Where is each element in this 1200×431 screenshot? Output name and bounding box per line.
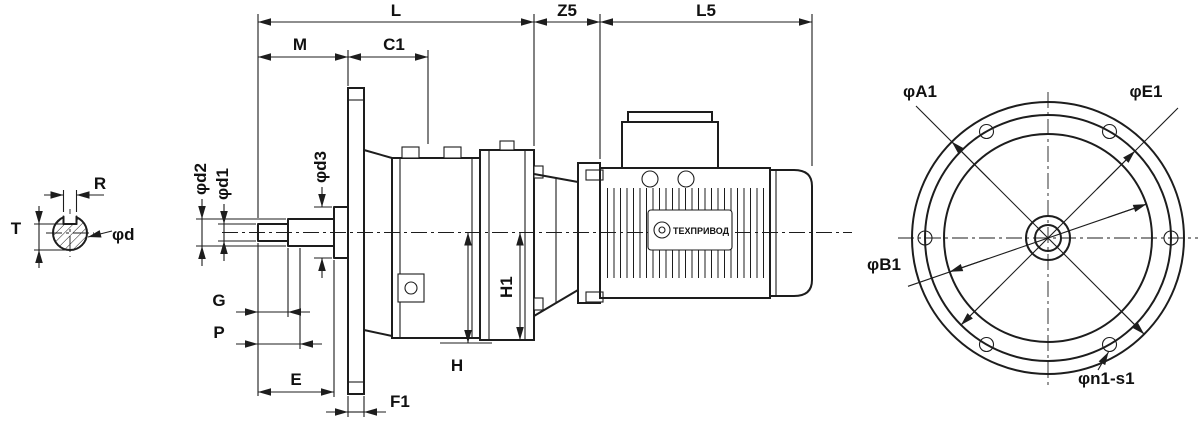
dim-phi-d: φd bbox=[87, 225, 135, 244]
dim-label-b1: φB1 bbox=[867, 255, 901, 274]
cable-gland bbox=[677, 170, 695, 188]
keyway-notch bbox=[63, 214, 77, 224]
dim-T: T bbox=[11, 206, 68, 268]
dim-d3: φd3 bbox=[311, 151, 332, 278]
dim-label-h: H bbox=[451, 356, 463, 375]
bolt-hole bbox=[1101, 336, 1118, 353]
bolt-hole bbox=[917, 230, 933, 246]
dim-label-c1: C1 bbox=[383, 35, 405, 54]
output-shaft bbox=[257, 206, 349, 259]
dim-H1: H1 bbox=[497, 232, 524, 340]
dim-label-p: P bbox=[213, 323, 224, 342]
bolt-head bbox=[533, 165, 544, 179]
cable-gland bbox=[641, 170, 659, 188]
terminal-box bbox=[621, 111, 719, 169]
bolt-head bbox=[499, 140, 515, 151]
fan-cover bbox=[769, 169, 813, 297]
flange-front-view: φA1 φE1 φB1 φn1-s1 bbox=[867, 82, 1198, 388]
dim-R: R bbox=[44, 174, 106, 212]
dim-E: E bbox=[258, 260, 335, 397]
dim-P: P bbox=[213, 248, 322, 349]
dim-label-t: T bbox=[11, 219, 22, 238]
dim-label-e1: φE1 bbox=[1130, 82, 1163, 101]
drain-plug bbox=[404, 281, 418, 295]
dim-M: M bbox=[258, 35, 349, 86]
shaft-bore-circle bbox=[1034, 224, 1062, 252]
drain-plug-boss bbox=[397, 273, 425, 303]
dim-label-z5: Z5 bbox=[557, 1, 577, 20]
dim-label-m: M bbox=[293, 35, 307, 54]
bolt-hole bbox=[1163, 230, 1179, 246]
spigot-circle bbox=[943, 133, 1153, 343]
mounting-flange bbox=[347, 87, 365, 395]
dim-label-phi-d: φd bbox=[112, 225, 135, 244]
dim-C1: C1 bbox=[348, 35, 429, 144]
dim-E1: φE1 bbox=[960, 82, 1179, 326]
bolt-head bbox=[533, 297, 544, 311]
dim-L: L bbox=[257, 1, 535, 218]
brand-logo-icon bbox=[658, 226, 666, 234]
dim-B1: φB1 bbox=[867, 203, 1147, 287]
bolt-hole bbox=[1101, 123, 1118, 140]
dim-G: G bbox=[212, 243, 310, 396]
bolt-head bbox=[585, 169, 604, 181]
bolt-head bbox=[443, 146, 462, 159]
bolt-hole bbox=[978, 336, 995, 353]
dim-label-r: R bbox=[94, 174, 106, 193]
dim-label-h1: H1 bbox=[497, 276, 516, 298]
dim-A1: φA1 bbox=[903, 82, 1145, 335]
nameplate: ТЕХПРИВОД bbox=[647, 209, 733, 251]
motor-brand-text: ТЕХПРИВОД bbox=[673, 226, 730, 236]
dim-label-f1: F1 bbox=[390, 392, 410, 411]
dim-label-n1-s1: φn1-s1 bbox=[1078, 369, 1135, 388]
dim-n1-s1: φn1-s1 bbox=[1078, 351, 1135, 388]
gear-stage-housing bbox=[479, 140, 544, 341]
motor-flange bbox=[577, 162, 601, 304]
bolt-circle bbox=[924, 114, 1172, 362]
dim-label-d3: φd3 bbox=[311, 151, 330, 183]
brand-logo-icon bbox=[653, 221, 671, 239]
dim-L5: L5 bbox=[600, 1, 813, 166]
electric-motor: ТЕХПРИВОД bbox=[577, 111, 813, 304]
dim-d2: φd2 bbox=[191, 163, 286, 266]
bolt-hole bbox=[978, 123, 995, 140]
dim-d1: φd1 bbox=[213, 168, 256, 261]
bolt-head bbox=[401, 146, 420, 159]
side-view: ТЕХПРИВОД L Z5 L5 M bbox=[191, 1, 852, 417]
dim-label-a1: φA1 bbox=[903, 82, 937, 101]
dim-F1: F1 bbox=[326, 392, 410, 417]
dim-Z5: Z5 bbox=[534, 1, 601, 159]
dim-label-g: G bbox=[212, 291, 225, 310]
dim-H: H bbox=[440, 232, 492, 375]
hub-circle bbox=[1025, 215, 1071, 261]
gearbox-housing bbox=[391, 146, 481, 339]
motor-adapter bbox=[533, 173, 579, 317]
hub-cone-bottom bbox=[363, 329, 393, 337]
shaft-keyway-section-view: R T φd bbox=[11, 174, 135, 268]
hub-cone-top bbox=[363, 149, 393, 159]
dim-label-d2: φd2 bbox=[191, 163, 210, 195]
dim-label-l: L bbox=[391, 1, 401, 20]
dim-label-d1: φd1 bbox=[213, 168, 232, 200]
dim-label-e: E bbox=[290, 370, 301, 389]
flange-outer-circle bbox=[911, 101, 1185, 375]
dim-label-l5: L5 bbox=[696, 1, 716, 20]
